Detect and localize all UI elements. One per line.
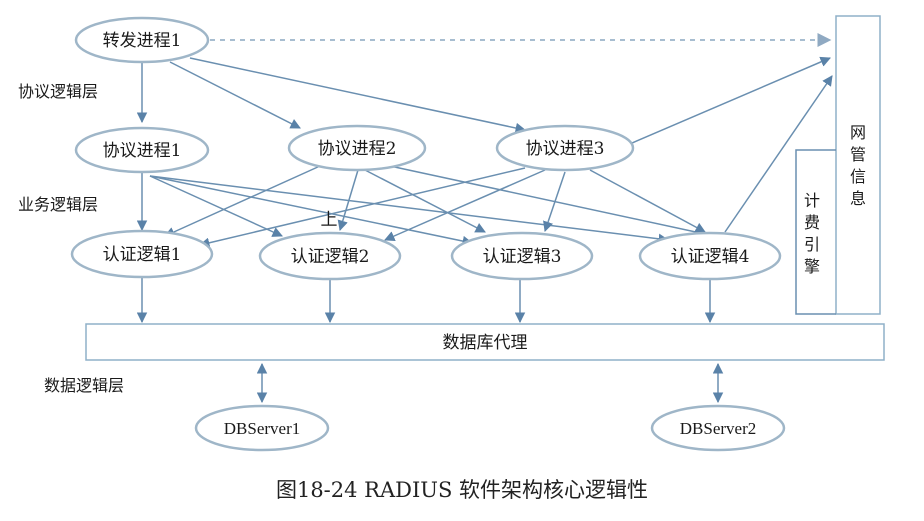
edge-protocol3-to-auth3 [543, 171, 566, 232]
protocol-process-2-label: 协议进程2 [318, 139, 397, 159]
auth-logic-4-node [638, 231, 782, 281]
edge-protocol3-to-netmgmt [624, 56, 831, 147]
data-layer-label: 数据逻辑层 [44, 376, 124, 395]
accounting-engine-char-4: 擎 [804, 257, 820, 276]
protocol-process-1-label: 协议进程1 [103, 141, 182, 161]
edge-protocol2-to-auth2 [337, 169, 359, 232]
network-management-char-2: 管 [850, 145, 866, 164]
accounting-engine-char-2: 费 [804, 213, 820, 232]
protocol-process-2-node [287, 124, 427, 172]
edge-protocol3-to-auth1 [198, 167, 526, 248]
network-management-char-3: 信 [850, 167, 866, 186]
auth-logic-2-label: 认证逻辑2 [291, 247, 370, 267]
db-proxy-label: 数据库代理 [443, 333, 528, 353]
accounting-engine-box [795, 149, 836, 315]
auth-logic-1-label: 认证逻辑1 [103, 245, 182, 265]
business-layer-label: 业务逻辑层 [18, 195, 98, 214]
edge-protocol1-to-auth2 [149, 175, 283, 237]
protocol-process-3-label: 协议进程3 [526, 139, 605, 159]
protocol-process-3-node [495, 124, 635, 172]
accounting-engine-char-1: 计 [804, 191, 820, 210]
edges [136, 33, 833, 404]
stray-label: 上 [321, 210, 338, 230]
db-server-2-label: DBServer2 [680, 419, 756, 438]
db-server-2-node [650, 404, 786, 452]
edge-protocol1-to-auth3 [149, 175, 474, 247]
edge-auth4-to-netmgmt [724, 75, 833, 233]
edge-protocol2-to-auth4 [389, 165, 707, 238]
auth-logic-4-label: 认证逻辑4 [671, 247, 750, 267]
edge-protocol1-to-auth4 [149, 175, 670, 245]
db-proxy-box [85, 323, 885, 361]
accounting-engine-char-3: 引 [804, 235, 820, 254]
protocol-layer-label: 协议逻辑层 [18, 82, 98, 101]
protocol-process-1-node [74, 126, 210, 174]
auth-logic-3-node [450, 231, 594, 281]
auth-logic-2-node [258, 231, 402, 281]
db-server-1-node [194, 404, 330, 452]
edge-protocol2-to-auth3 [364, 169, 486, 233]
edge-protocol3-to-auth4 [589, 169, 706, 233]
auth-logic-3-label: 认证逻辑3 [483, 247, 562, 267]
edge-protocol3-to-auth2 [384, 169, 546, 242]
edge-forward-to-protocol2 [169, 61, 301, 129]
network-management-box [835, 15, 881, 315]
network-management-char-1: 网 [850, 123, 866, 142]
edge-protocol2-to-auth1 [164, 165, 321, 237]
auth-logic-1-node [70, 229, 214, 279]
network-management-char-4: 息 [850, 189, 866, 208]
forward-process-label: 转发进程1 [103, 31, 182, 51]
figure-caption: 图18-24 RADIUS 软件架构核心逻辑性 [276, 478, 648, 502]
db-server-1-label: DBServer1 [224, 419, 300, 438]
edge-forward-to-protocol3 [189, 57, 527, 134]
forward-process-node [74, 16, 210, 64]
